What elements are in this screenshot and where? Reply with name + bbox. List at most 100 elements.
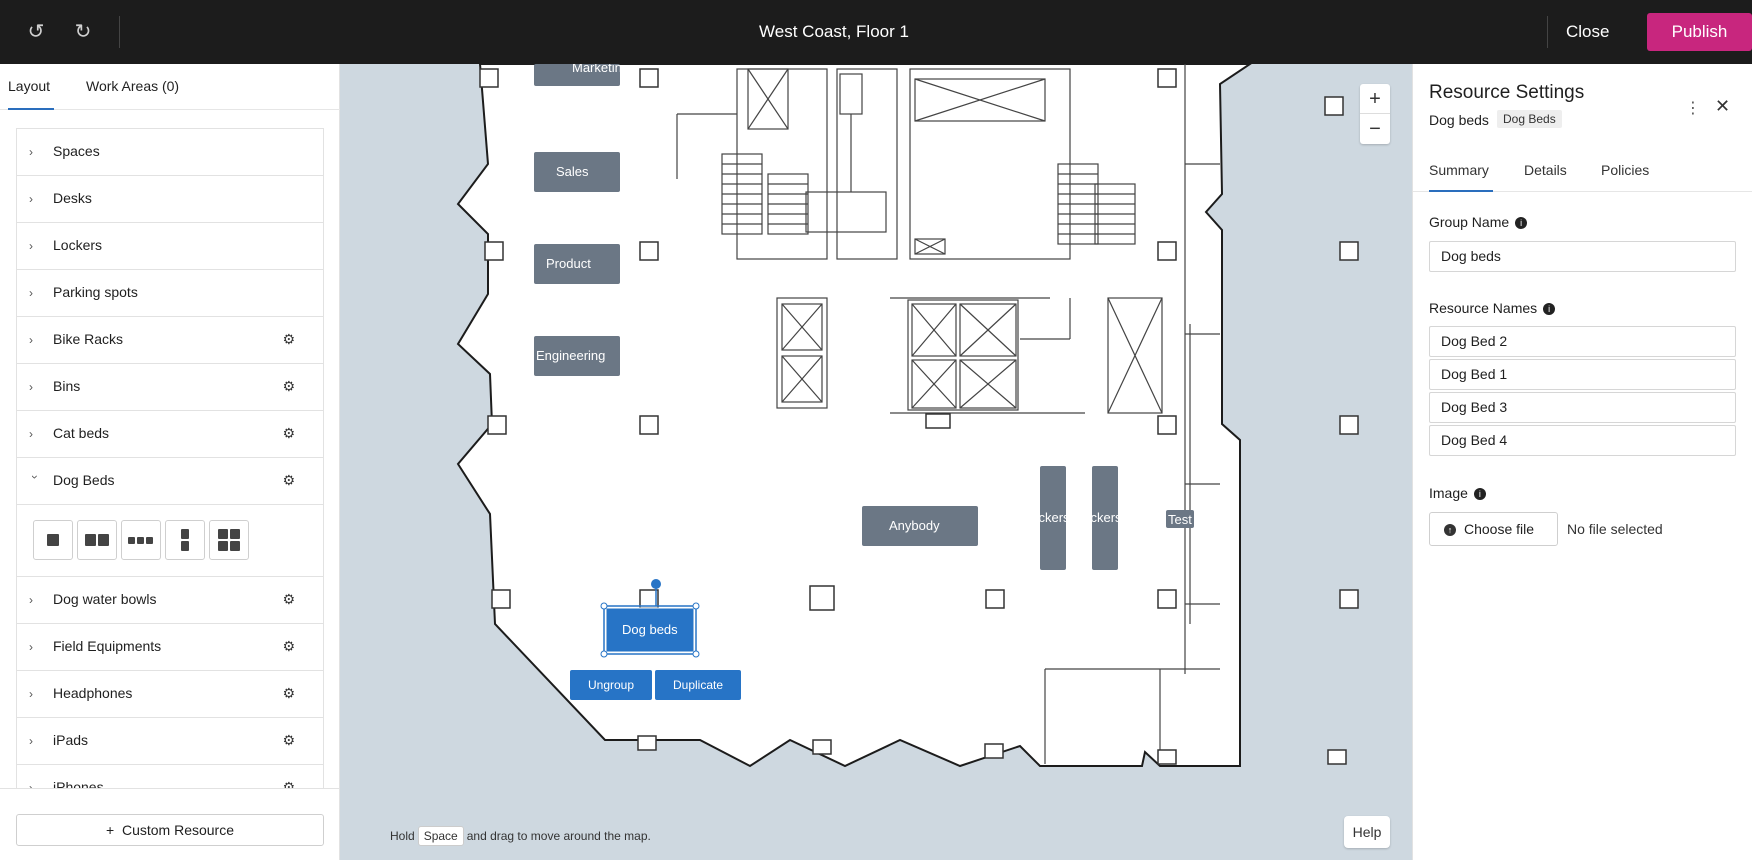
floor-plan: Marketing Sales Product Engineering Anyb… [456, 64, 1359, 768]
hint-text: Hold [390, 829, 415, 843]
tab-summary[interactable]: Summary [1429, 162, 1489, 178]
plus-icon: + [105, 822, 122, 838]
sidebar-item-field-equipments[interactable]: › Field Equipments ⚙ [17, 624, 323, 671]
sidebar-item-label: Headphones [53, 685, 133, 701]
sidebar-item-label: Cat beds [53, 425, 110, 441]
sidebar-item-parking-spots[interactable]: › Parking spots [17, 270, 323, 317]
tab-details[interactable]: Details [1524, 162, 1567, 178]
chevron-right-icon: › [29, 239, 33, 253]
map-label-anybody[interactable]: Anybody [889, 518, 940, 533]
floor-map-canvas[interactable]: Marketing Sales Product Engineering Anyb… [340, 64, 1412, 860]
ungroup-button[interactable]: Ungroup [570, 670, 652, 700]
duplicate-button[interactable]: Duplicate [655, 670, 741, 700]
map-label-marketing[interactable]: Marketing [572, 64, 629, 75]
chevron-right-icon: › [29, 781, 33, 788]
tab-policies[interactable]: Policies [1601, 162, 1650, 178]
active-tab-indicator [8, 108, 54, 110]
sidebar-item-ipads[interactable]: › iPads ⚙ [17, 718, 323, 765]
zoom-out-button[interactable]: − [1369, 118, 1381, 140]
panel-tabs: Summary Details Policies [1413, 148, 1752, 192]
map-label-lockers[interactable]: Lockers [1024, 510, 1070, 525]
info-icon[interactable]: i [1543, 303, 1556, 315]
zoom-controls: + − [1360, 84, 1390, 144]
chevron-right-icon: › [29, 286, 33, 300]
gear-icon[interactable]: ⚙ [282, 685, 295, 701]
tab-layout[interactable]: Layout [8, 78, 51, 94]
map-label-lockers-2[interactable]: Lockers 2 [1076, 510, 1132, 525]
resource-name-input[interactable]: Dog Bed 1 [1429, 359, 1736, 390]
sidebar-item-lockers[interactable]: › Lockers [17, 223, 323, 270]
resource-list: › Spaces › Desks › Lockers › Parking spo… [16, 128, 324, 788]
gear-icon[interactable]: ⚙ [282, 591, 295, 607]
layout-vertical-pair-icon[interactable] [165, 520, 205, 560]
resource-name-input[interactable]: Dog Bed 4 [1429, 425, 1736, 456]
custom-resource-button[interactable]: + Custom Resource [16, 814, 324, 846]
chevron-right-icon: › [29, 145, 33, 159]
sidebar-item-label: iPads [53, 732, 89, 748]
map-label-product[interactable]: Product [546, 256, 591, 271]
gear-icon[interactable]: ⚙ [282, 425, 295, 441]
layout-single-icon[interactable] [33, 520, 73, 560]
resource-name-input[interactable]: Dog Bed 3 [1429, 392, 1736, 423]
map-label-sales[interactable]: Sales [556, 164, 589, 179]
sidebar-item-dog-beds[interactable]: › Dog Beds ⚙ [17, 458, 323, 505]
choose-file-button[interactable]: ↑Choose file [1429, 512, 1558, 546]
sidebar-item-label: Bins [53, 378, 81, 394]
custom-resource-label: Custom Resource [121, 822, 234, 838]
chevron-right-icon: › [29, 427, 33, 441]
gear-icon[interactable]: ⚙ [282, 779, 295, 788]
sidebar-item-iphones[interactable]: › iPhones ⚙ [17, 765, 323, 788]
sidebar-item-headphones[interactable]: › Headphones ⚙ [17, 671, 323, 718]
gear-icon[interactable]: ⚙ [282, 378, 295, 394]
active-tab-indicator [1429, 190, 1493, 192]
sidebar-item-bike-racks[interactable]: › Bike Racks ⚙ [17, 317, 323, 364]
sidebar-item-label: Parking spots [53, 284, 138, 300]
space-key: Space [417, 826, 464, 846]
sidebar-item-label: iPhones [53, 779, 104, 788]
chevron-down-icon: › [28, 475, 42, 479]
tab-work-areas[interactable]: Work Areas (0) [86, 78, 180, 94]
sidebar-item-spaces[interactable]: › Spaces [17, 129, 323, 176]
file-status-text: No file selected [1567, 521, 1663, 537]
gear-icon[interactable]: ⚙ [282, 331, 295, 347]
resource-name-input[interactable]: Dog Bed 2 [1429, 326, 1736, 357]
zoom-in-button[interactable]: + [1369, 88, 1381, 110]
undo-icon[interactable]: ↺ [27, 21, 45, 43]
info-icon[interactable]: i [1473, 488, 1486, 500]
sidebar-item-desks[interactable]: › Desks [17, 176, 323, 223]
map-label-engineering[interactable]: Engineering [536, 348, 605, 363]
panel-title: Resource Settings [1429, 82, 1585, 103]
map-label-dog-beds[interactable]: Dog beds [622, 622, 678, 637]
help-button[interactable]: Help [1344, 816, 1390, 848]
chevron-right-icon: › [29, 734, 33, 748]
publish-button[interactable]: Publish [1647, 13, 1752, 51]
group-name-input[interactable]: Dog beds [1429, 241, 1736, 272]
layout-grid-icon[interactable] [209, 520, 249, 560]
field-label-text: Resource Names [1429, 300, 1538, 316]
close-icon[interactable]: ✕ [1715, 96, 1731, 116]
gear-icon[interactable]: ⚙ [282, 472, 295, 488]
chevron-right-icon: › [29, 640, 33, 654]
gear-icon[interactable]: ⚙ [282, 638, 295, 654]
redo-icon[interactable]: ↻ [74, 21, 92, 43]
field-label-text: Image [1429, 485, 1468, 501]
sidebar-item-label: Field Equipments [53, 638, 162, 654]
sidebar-item-bins[interactable]: › Bins ⚙ [17, 364, 323, 411]
chevron-right-icon: › [29, 593, 33, 607]
layout-double-icon[interactable] [77, 520, 117, 560]
gear-icon[interactable]: ⚙ [282, 732, 295, 748]
info-icon[interactable]: i [1515, 217, 1528, 229]
upload-icon: ↑ [1444, 524, 1456, 536]
resource-sidebar: Layout Work Areas (0) › Spaces › Desks ›… [0, 64, 340, 860]
close-button[interactable]: Close [1566, 22, 1610, 41]
more-options-icon[interactable]: ⋮ [1685, 100, 1701, 117]
sidebar-item-dog-water-bowls[interactable]: › Dog water bowls ⚙ [17, 577, 323, 624]
map-label-test[interactable]: Test [1168, 512, 1192, 527]
sidebar-tabs: Layout Work Areas (0) [0, 64, 340, 110]
sidebar-item-cat-beds[interactable]: › Cat beds ⚙ [17, 411, 323, 458]
resource-type-badge: Dog Beds [1497, 110, 1562, 128]
layout-triple-row-icon[interactable] [121, 520, 161, 560]
chevron-right-icon: › [29, 333, 33, 347]
